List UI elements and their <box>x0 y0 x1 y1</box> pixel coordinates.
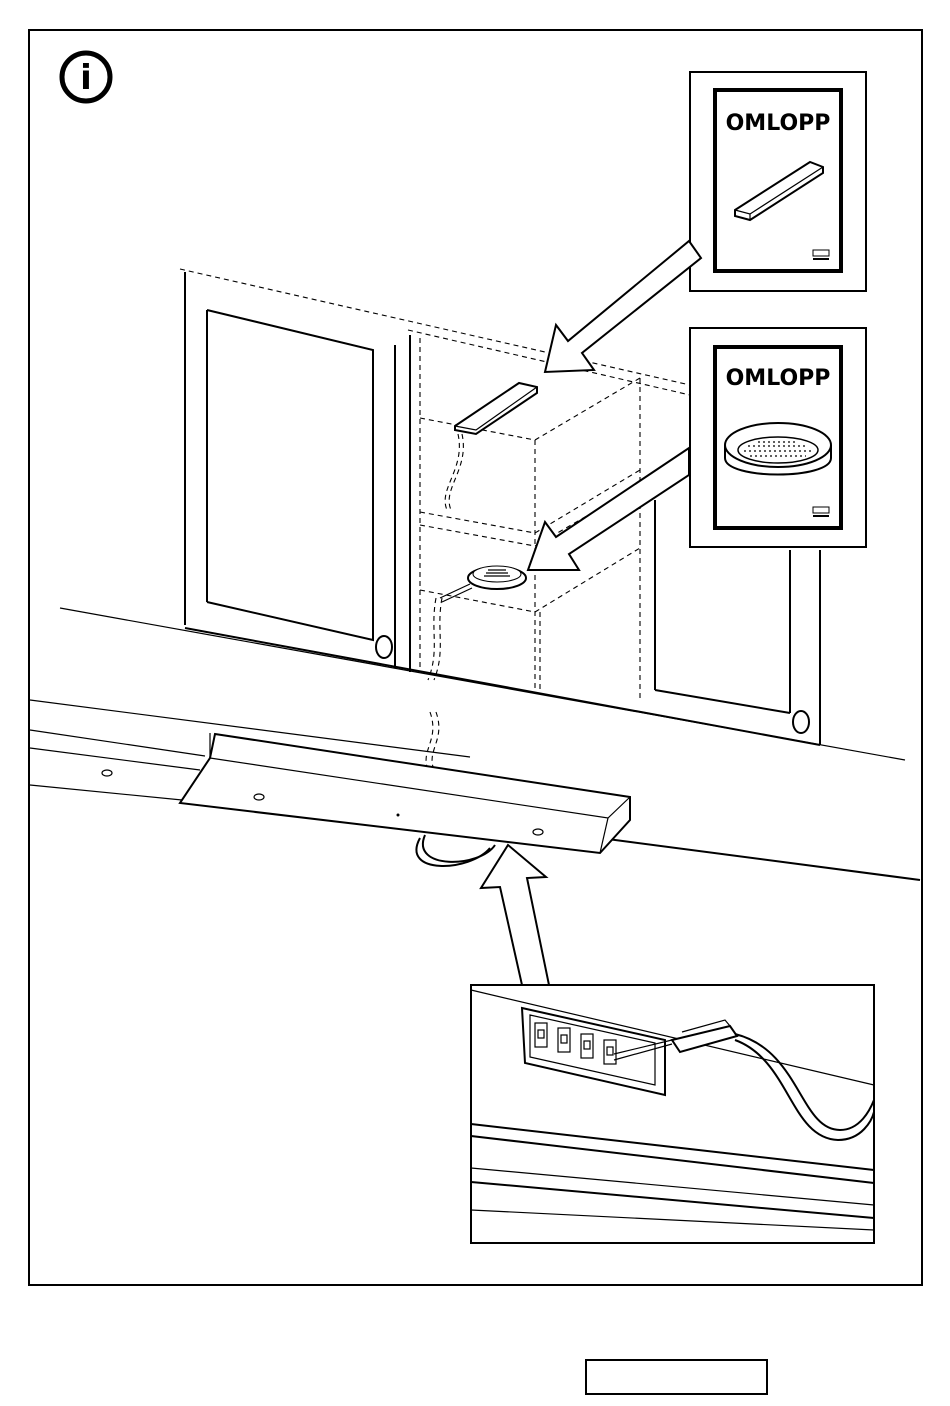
svg-text:i: i <box>80 58 92 98</box>
product-name-strip: OMLOPP <box>726 111 831 136</box>
connection-detail-inset <box>471 985 874 1243</box>
page-number-box <box>586 1360 767 1394</box>
info-icon: i <box>62 53 110 101</box>
ikea-logo-icon <box>813 250 829 260</box>
product-card-strip: OMLOPP <box>690 72 866 291</box>
product-card-spotlight: OMLOPP <box>690 328 866 547</box>
spotlight-icon <box>725 423 831 475</box>
product-name-spotlight: OMLOPP <box>726 366 831 391</box>
ikea-logo-icon <box>813 507 829 517</box>
